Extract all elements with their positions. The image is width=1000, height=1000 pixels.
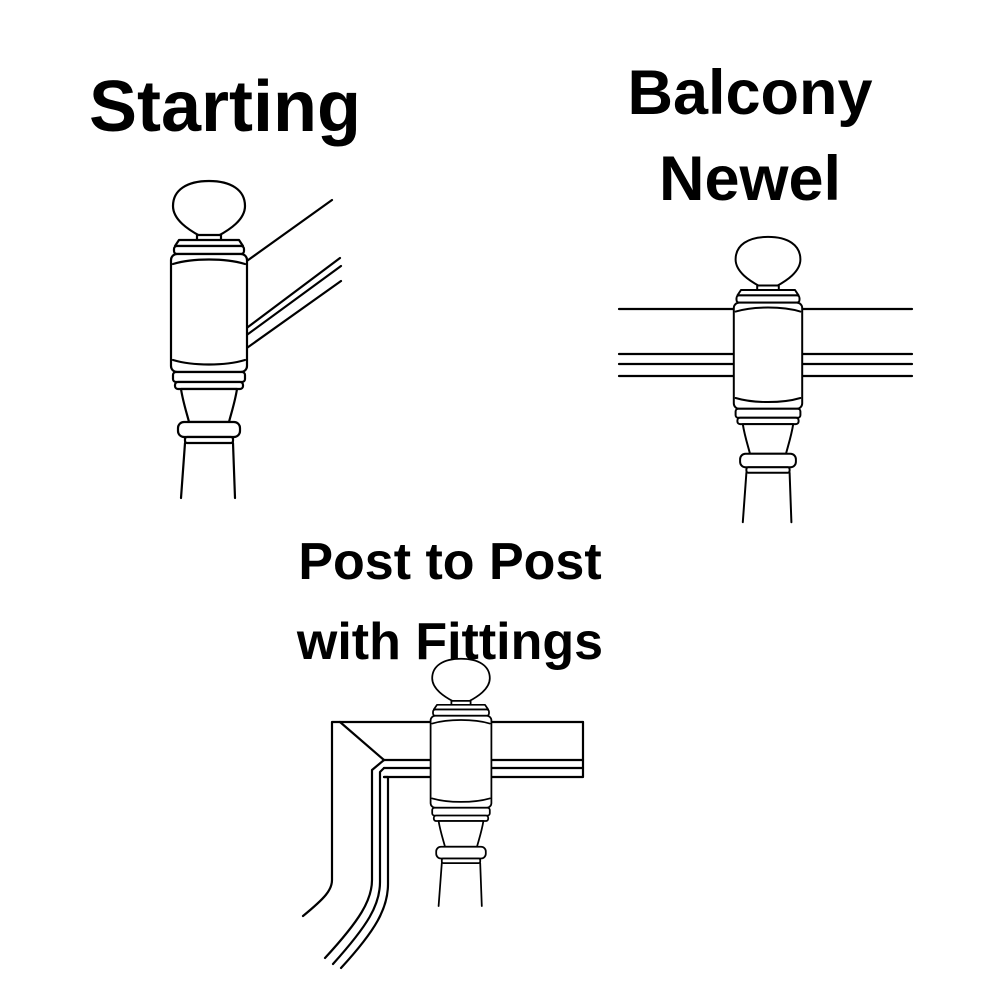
balcony-newel-title-line2: Newel	[658, 144, 842, 214]
newel-post-icon	[169, 179, 249, 500]
starting-title: Starting	[88, 67, 361, 147]
starting-newel-diagram	[169, 179, 343, 500]
post-to-post-diagram	[301, 657, 585, 970]
handrail-icon	[242, 198, 343, 352]
newel-post-icon	[732, 235, 804, 524]
balcony-newel-title-line1: Balcony	[627, 58, 873, 128]
balcony-newel-title: Balcony Newel	[600, 50, 900, 222]
post-to-post-title-line1: Post to Post	[298, 533, 602, 591]
newel-post-icon	[429, 657, 493, 907]
balcony-newel-diagram	[617, 235, 914, 524]
